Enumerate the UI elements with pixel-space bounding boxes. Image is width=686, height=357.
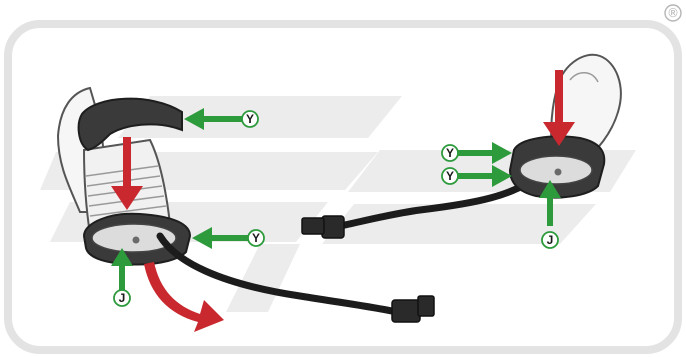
right-cable-connector — [301, 215, 345, 239]
left-cable-connector — [391, 295, 435, 323]
callout-badge-left-cap — [241, 110, 259, 128]
callout-badge-right-lower — [441, 167, 459, 185]
right-cable — [336, 168, 544, 230]
callout-badge-left-center — [113, 289, 131, 307]
callout-badge-right-center — [541, 231, 559, 249]
right-red-push-arrow — [543, 70, 575, 146]
right-assembly — [508, 53, 622, 199]
callout-label-right-lower: Y — [446, 169, 454, 183]
registered-mark: ® — [667, 6, 679, 20]
callout-arrow-right-upper — [458, 142, 512, 164]
registered-mark-circle — [664, 4, 682, 22]
callout-arrow-left-center — [111, 248, 133, 290]
callout-label-left-cap: Y — [246, 112, 254, 126]
left-assembly — [56, 86, 224, 332]
callout-label-left-center: J — [119, 291, 126, 305]
callout-label-left-base: Y — [252, 231, 260, 245]
callout-label-right-center: J — [547, 233, 554, 247]
right-center-hole — [554, 168, 562, 176]
right-hook-inner — [569, 72, 599, 83]
callout-arrow-left-cap — [184, 108, 242, 130]
callout-arrow-right-center — [539, 180, 561, 226]
left-cable — [156, 232, 400, 316]
left-center-hole — [132, 236, 140, 244]
left-cap — [77, 97, 183, 152]
callout-badge-right-upper — [441, 144, 459, 162]
callout-label-right-upper: Y — [446, 146, 454, 160]
callout-arrow-right-lower — [458, 165, 512, 187]
callout-arrow-left-base — [192, 227, 248, 249]
left-red-push-arrow — [111, 137, 143, 210]
left-red-turn-arrow — [144, 262, 224, 332]
callout-badge-left-base — [247, 229, 265, 247]
